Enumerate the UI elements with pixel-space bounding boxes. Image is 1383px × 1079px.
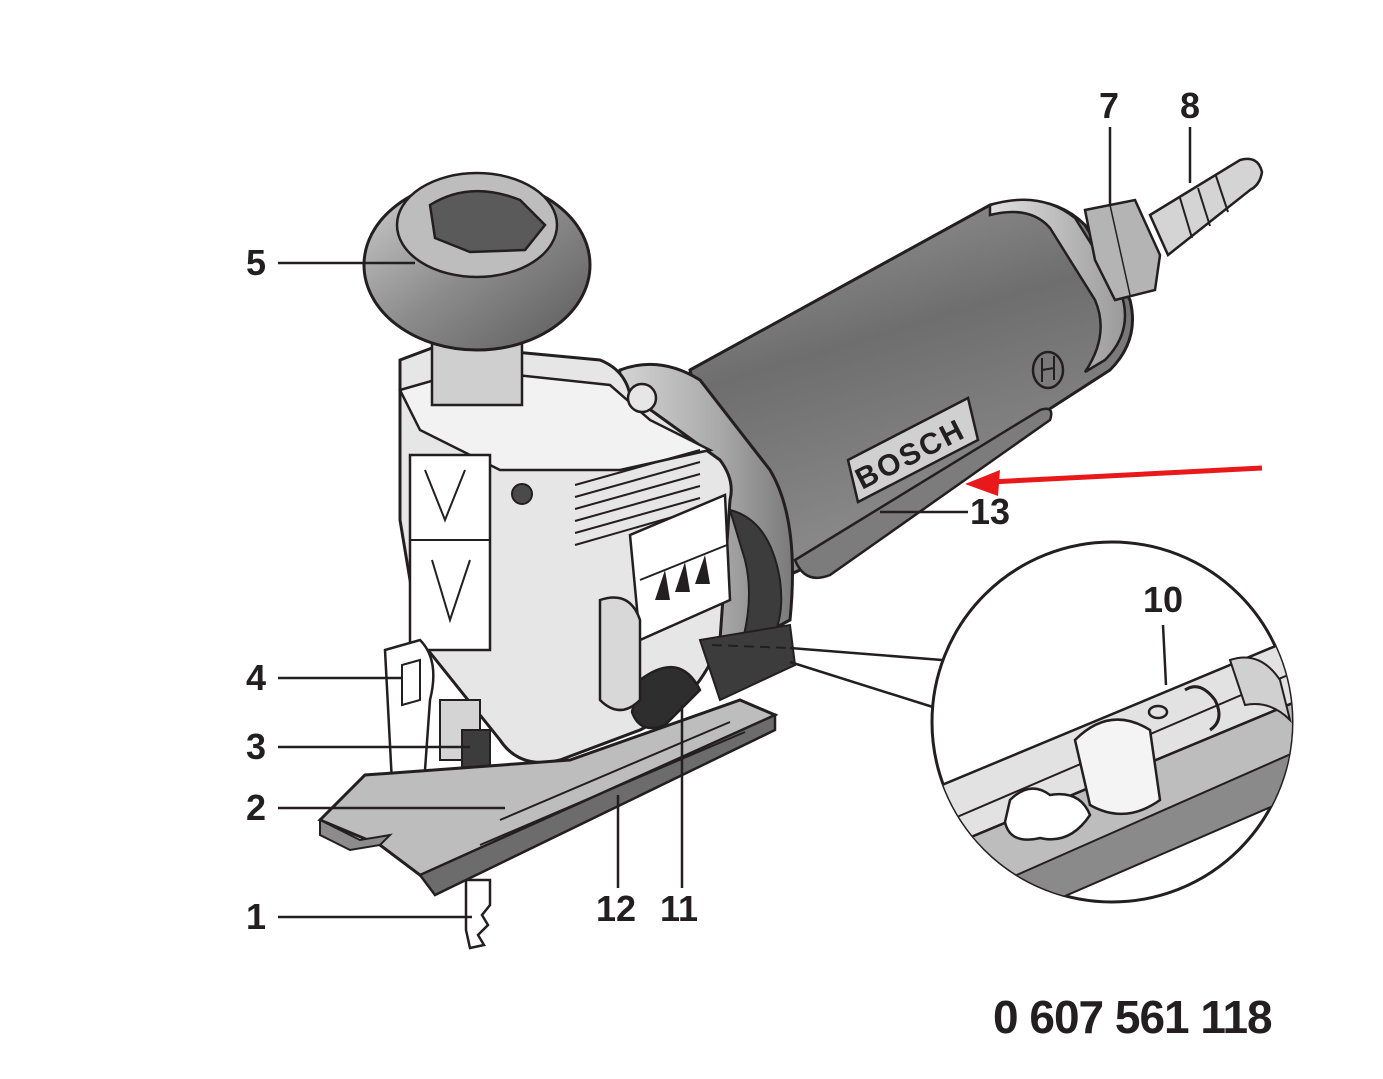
callout-8: 8 [1180,85,1201,126]
pendulum-lever [598,596,702,730]
callout-2: 2 [246,787,267,828]
base-plate [317,623,797,897]
gear-housing [398,343,794,764]
callout-3: 3 [246,726,267,767]
red-arrow [965,465,1263,496]
knob [362,171,592,407]
motor-housing [688,198,1134,580]
callout-10: 10 [1143,579,1184,620]
callout-4: 4 [246,657,267,698]
hose-nipple [1148,157,1264,257]
saw-blade [464,878,492,950]
leader-lines [278,127,1192,919]
callout-1: 1 [246,896,267,937]
detail-view [711,540,1294,904]
hose-nut [1083,198,1162,302]
part-number: 0 607 561 118 [993,991,1273,1043]
callout-11: 11 [660,888,699,929]
callout-7: 7 [1099,85,1120,126]
callout-12: 12 [596,888,637,929]
callout-5: 5 [246,242,267,283]
callout-13: 13 [970,491,1011,532]
bosch-logo-icon [1031,350,1065,390]
